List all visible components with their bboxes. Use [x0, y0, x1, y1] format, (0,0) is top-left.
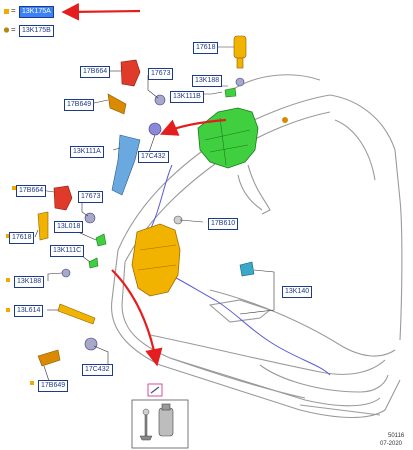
green-module — [197, 107, 259, 169]
legend-code-selected[interactable]: 13K175A — [19, 6, 54, 18]
callout-label[interactable]: 17673 — [78, 191, 104, 203]
leader-lines — [34, 46, 275, 385]
callout-label[interactable]: 17673 — [148, 68, 174, 80]
callout-label[interactable]: 13K140 — [282, 286, 313, 298]
connector-detail — [131, 383, 189, 449]
callout-label[interactable]: 13K111A — [70, 146, 104, 158]
legend-equals: = — [11, 6, 16, 15]
callout-markers — [6, 186, 34, 385]
callout-label[interactable]: 13K188 — [192, 75, 223, 87]
callout-label[interactable]: 13K111C — [50, 245, 85, 257]
callout-label[interactable]: 17B649 — [38, 380, 69, 392]
callout-label[interactable]: 17C432 — [82, 364, 113, 376]
yellow-module — [131, 223, 181, 297]
figure-id: 50116 — [388, 433, 405, 439]
callout-label[interactable]: 13L614 — [14, 305, 44, 317]
callout-label[interactable]: 17618 — [9, 232, 35, 244]
callout-label[interactable]: 17B649 — [64, 99, 95, 111]
highlight-arrows — [61, 3, 227, 367]
callout-label[interactable]: 13K188 — [14, 276, 45, 288]
wiring-harness — [147, 164, 331, 376]
callout-label[interactable]: 17618 — [193, 42, 219, 54]
callout-label[interactable]: 17B664 — [80, 66, 111, 78]
legend-markers — [3, 9, 10, 33]
callout-label[interactable]: 17C432 — [138, 151, 169, 163]
callout-label[interactable]: 13K111B — [170, 91, 204, 103]
legend-code[interactable]: 13K175B — [19, 25, 54, 37]
front-bumper — [111, 94, 403, 419]
parts — [37, 35, 288, 367]
callout-label[interactable]: 13L018 — [54, 221, 84, 233]
callout-label[interactable]: 17B664 — [16, 185, 47, 197]
figure-date: 07-2020 — [380, 441, 403, 447]
legend-equals: = — [11, 25, 16, 34]
callout-label[interactable]: 17B610 — [208, 218, 239, 230]
